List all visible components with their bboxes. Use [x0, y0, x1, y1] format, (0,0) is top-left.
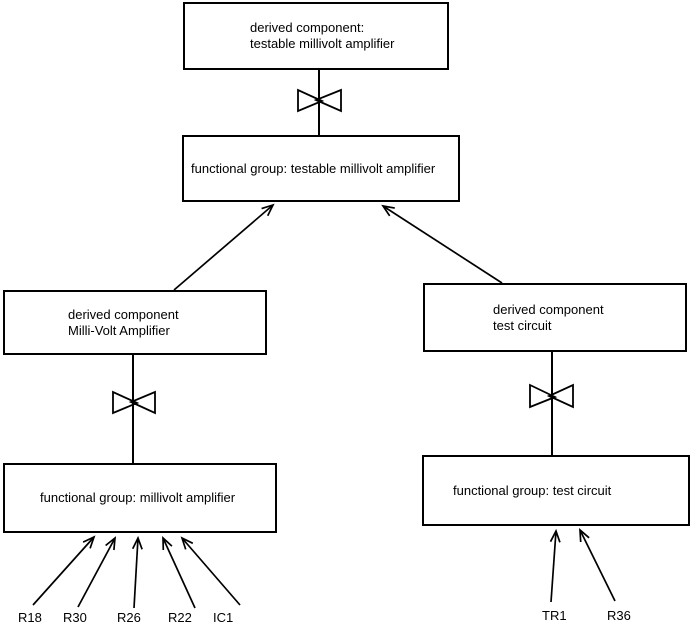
arrow-tc-to-fg-testable: [381, 204, 503, 284]
bowtie-icon-top: [297, 88, 342, 113]
arrow-mva-to-fg-testable: [173, 203, 275, 291]
component-label-r30: R30: [63, 610, 87, 625]
arrow-r22: [162, 536, 196, 609]
box-label-line: functional group: millivolt amplifier: [40, 490, 236, 505]
component-label-r26: R26: [117, 610, 141, 625]
box-label-line: derived component:: [250, 20, 365, 35]
box-label-line: functional group: testable millivolt amp…: [191, 160, 436, 176]
bowtie-icon-left: [112, 390, 156, 415]
box-label-line: test circuit: [493, 317, 552, 333]
box-label-line: functional group: test circuit: [453, 482, 612, 498]
box-derived-component-test-circuit: derived component test circuit: [423, 283, 687, 352]
bowtie-icon-right: [529, 383, 574, 409]
arrow-tr1: [549, 528, 561, 603]
box-derived-component-milli-volt-amplifier: derived component Milli-Volt Amplifier: [3, 290, 267, 355]
component-label-tr1: TR1: [542, 608, 567, 623]
box-functional-group-testable-millivolt-amplifier: functional group: testable millivolt amp…: [182, 135, 460, 202]
component-label-ic1: IC1: [213, 610, 234, 625]
box-label-line: derived component: [68, 306, 179, 322]
component-label-r18: R18: [18, 610, 42, 625]
component-label-r36: R36: [607, 608, 631, 623]
box-functional-group-millivolt-amplifier: functional group: millivolt amplifier: [3, 463, 277, 533]
box-label-line: testable millivolt amplifier: [250, 36, 395, 51]
box-label-line: Milli-Volt Amplifier: [68, 322, 170, 338]
box-functional-group-test-circuit: functional group: test circuit: [422, 455, 690, 526]
box-label-line: derived component: [493, 301, 604, 317]
arrow-r18: [32, 535, 96, 606]
arrow-r30: [77, 536, 117, 608]
box-derived-component-testable-millivolt-amplifier: derived component: testable millivolt am…: [183, 2, 449, 70]
arrow-r26: [131, 535, 143, 609]
arrow-ic1: [180, 536, 241, 606]
arrow-r36: [579, 528, 616, 602]
component-label-r22: R22: [168, 610, 192, 625]
